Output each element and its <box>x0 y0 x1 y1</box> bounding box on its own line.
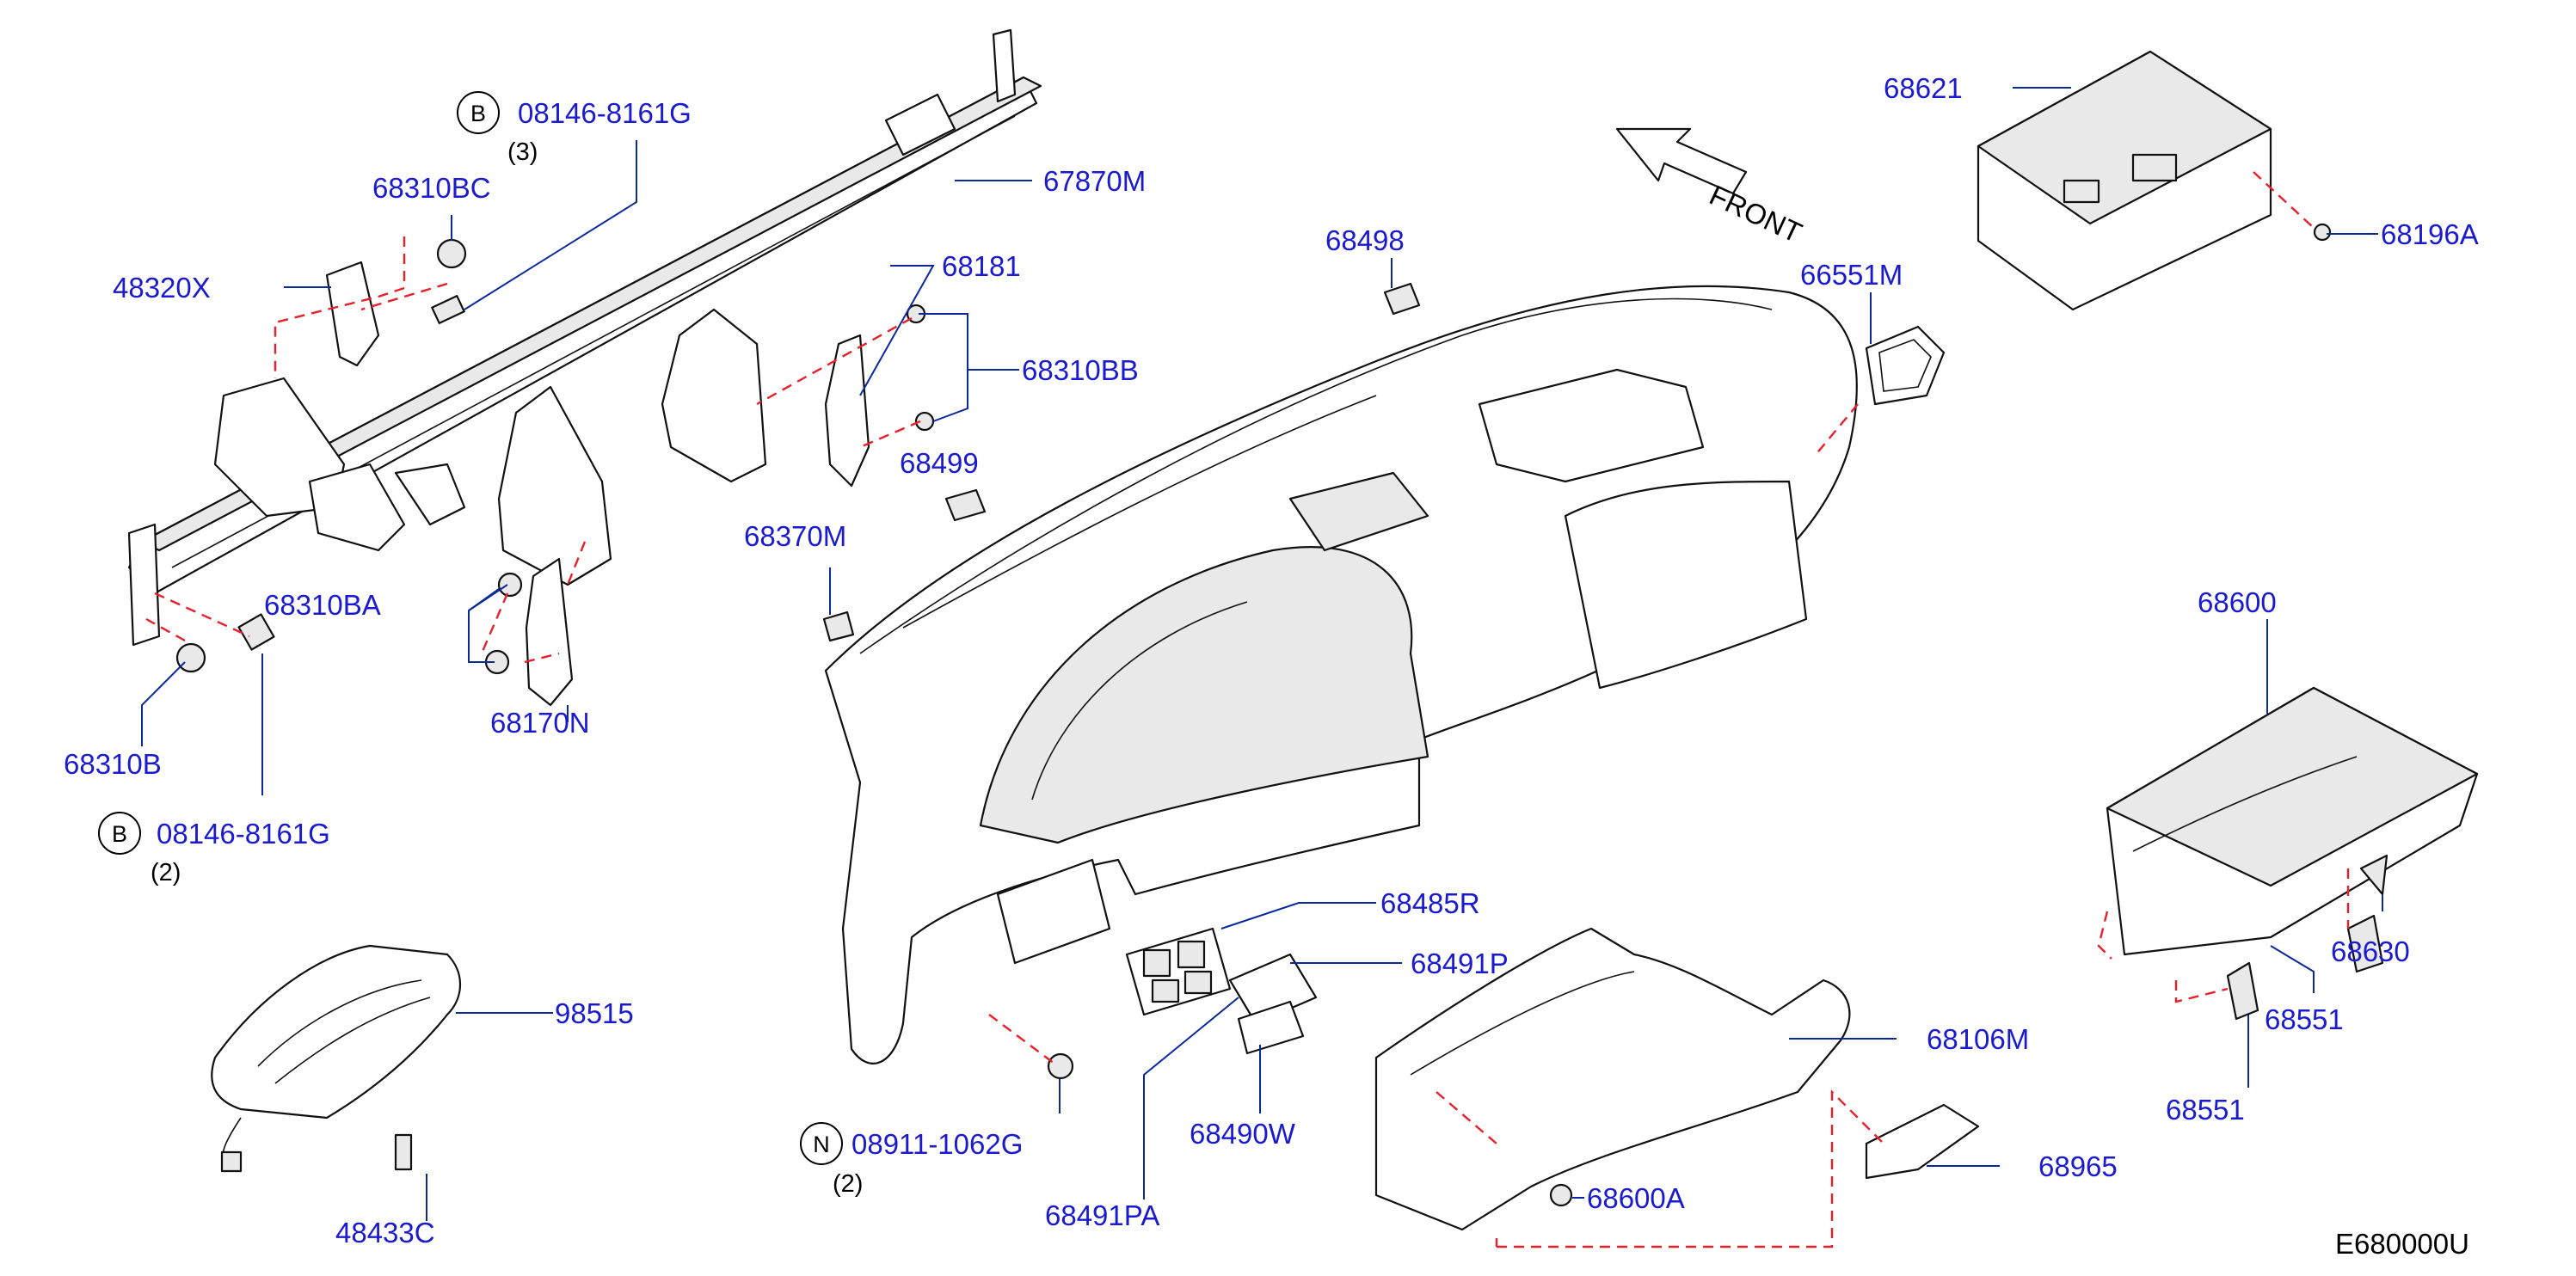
part-number-label: 68310B <box>64 748 162 780</box>
part-number-label: 98515 <box>555 997 634 1029</box>
part-labels: 08146-8161G (3) 68310BC 48320X 67870M 68… <box>64 72 2479 1248</box>
part-number-label: 68310BB <box>1022 354 1139 386</box>
steering-member-drawing <box>127 28 1042 707</box>
prefix-letter: B <box>112 821 127 847</box>
arrow-front-icon <box>1615 127 1748 195</box>
part-number-label: 48433C <box>335 1217 435 1248</box>
part-number-label: 68310BA <box>264 589 381 621</box>
part-number-label: 08146-8161G <box>157 818 330 850</box>
prefix-letter: N <box>813 1132 830 1157</box>
quantity-label: (2) <box>833 1170 863 1198</box>
part-number-label: 68600A <box>1587 1182 1685 1214</box>
circled-prefix-marks: B B N <box>98 91 843 1165</box>
part-number-label: 68370M <box>744 520 846 552</box>
part-number-label: 68485R <box>1380 887 1480 919</box>
front-direction-label: FRONT <box>1705 179 1807 249</box>
part-number-label: 68181 <box>942 250 1021 282</box>
part-number-label: 68196A <box>2381 218 2479 250</box>
part-number-label: 68491PA <box>1045 1199 1159 1231</box>
airbag-module-drawing <box>211 944 462 1173</box>
part-number-label: 68491P <box>1411 948 1509 979</box>
bezel-drawing <box>1865 325 1946 406</box>
part-number-label: 08911-1062G <box>851 1128 1023 1160</box>
prefix-letter: B <box>470 101 486 126</box>
lower-panel-drawing <box>1047 927 1980 1231</box>
part-number-label: 66551M <box>1800 259 1903 291</box>
diagram-code: E680000U <box>2335 1228 2469 1260</box>
hidden-lines <box>145 171 2350 1248</box>
part-number-label: 68551 <box>2265 1003 2344 1035</box>
glove-box-drawing <box>2106 686 2479 1021</box>
part-number-label: 68630 <box>2331 936 2410 967</box>
part-number-label: 68310BC <box>372 172 491 204</box>
quantity-label: (3) <box>507 138 538 166</box>
part-number-label: 68551 <box>2166 1094 2245 1126</box>
part-number-label: 68499 <box>900 447 979 479</box>
leader-lines <box>141 87 2383 1221</box>
instrument-panel-drawing <box>824 285 1858 1064</box>
part-number-label: 68600 <box>2198 586 2277 618</box>
part-number-label: 68170N <box>490 707 590 739</box>
part-number-label: 68498 <box>1325 224 1405 256</box>
part-number-label: 68490W <box>1190 1118 1296 1150</box>
part-number-label: 68965 <box>2038 1150 2118 1182</box>
part-number-label: 68106M <box>1927 1023 2029 1055</box>
clip-68498-drawing <box>1383 282 1421 316</box>
part-number-label: 48320X <box>113 272 211 304</box>
quantity-label: (2) <box>151 859 181 886</box>
switch-panel-drawing <box>1125 927 1318 1055</box>
part-number-label: 67870M <box>1043 165 1146 197</box>
part-number-label: 68621 <box>1884 72 1963 104</box>
lid-upper-drawing <box>1977 50 2332 311</box>
part-number-label: 08146-8161G <box>518 97 692 129</box>
